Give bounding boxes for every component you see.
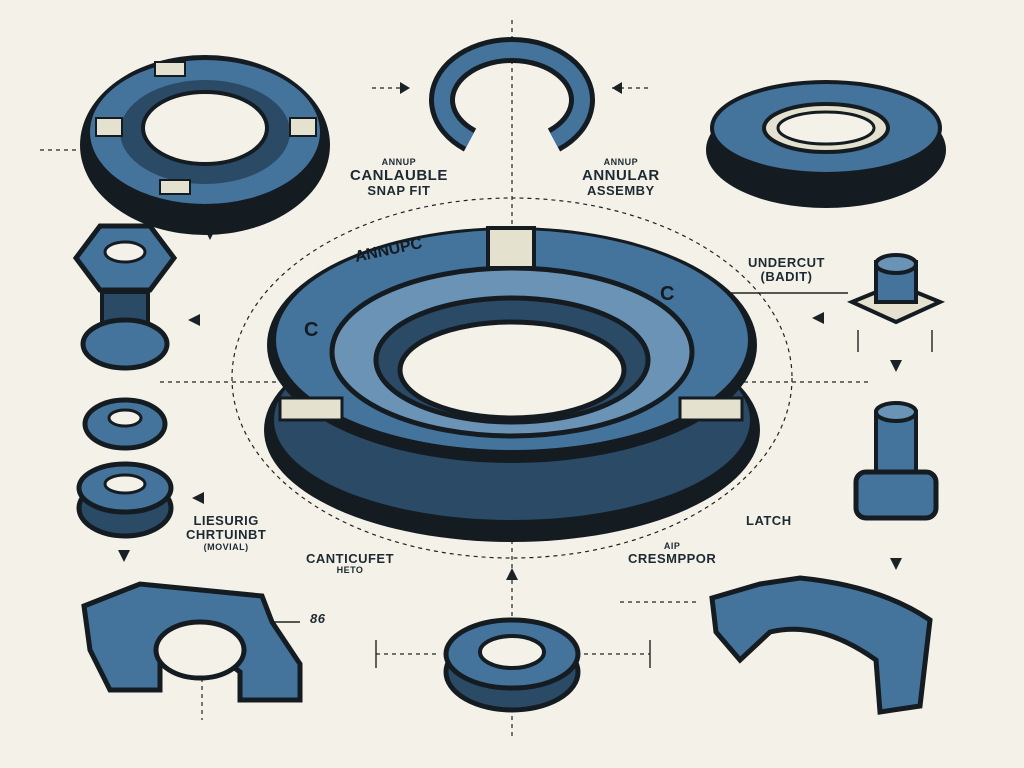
label-left-block-1: LIESURIG (193, 513, 259, 528)
label-cantilever-sub: HETO (336, 565, 364, 576)
label-crossover: AIP CRESMPPOR (628, 541, 717, 566)
bolt-part (853, 401, 939, 521)
label-dimension-86: 86 (310, 611, 326, 626)
label-latch-text: LATCH (746, 513, 792, 528)
split-ring-part (429, 37, 595, 152)
label-annular-sub: ASSEMBY (586, 183, 655, 199)
label-snap-fit-sub: SNAP FIT (367, 183, 431, 199)
label-crossover-small: AIP (663, 541, 681, 551)
label-undercut-sub: (BADIT) (760, 269, 813, 285)
label-latch: LATCH (746, 513, 792, 528)
main-ring-letter-right: C (660, 283, 674, 305)
label-crossover-title: CRESMPPOR (628, 550, 717, 566)
annular-ring-part (706, 80, 946, 208)
label-cantilever-title: CANTICUFET (306, 551, 395, 566)
label-annular-title: ANNULAR (582, 166, 660, 184)
label-undercut: UNDERCUT (BADIT) (748, 255, 825, 285)
segmented-ring-part (80, 55, 330, 235)
arrow-markers (118, 82, 902, 580)
label-snap-fit-small: ANNUP (381, 157, 417, 167)
main-annular-snap-ring (264, 226, 760, 542)
label-left-block-3: (MOVIAL) (203, 541, 249, 552)
label-snap-fit-title: CANLAUBLE (350, 166, 448, 184)
label-dimension-86-text: 86 (310, 611, 326, 626)
label-annular-small: ANNUP (603, 157, 639, 167)
threaded-stud-part (846, 253, 946, 325)
washer-part (82, 397, 168, 451)
label-undercut-title: UNDERCUT (748, 255, 825, 270)
label-cantilever: CANTICUFET HETO (306, 551, 395, 576)
latch-hook-part (709, 575, 933, 715)
cantilever-clip-part (81, 581, 303, 703)
label-left-block: LIESURIG CHRTUINBT (MOVIAL) (186, 513, 267, 552)
bushing-part (76, 461, 174, 539)
hex-nut-part (72, 223, 178, 371)
label-annular: ANNUP ANNULAR ASSEMBY (582, 157, 660, 199)
label-snap-fit: ANNUP CANLAUBLE SNAP FIT (350, 157, 448, 199)
main-ring-letter-left: C (304, 319, 318, 341)
bottom-washer-part (443, 617, 581, 713)
label-left-block-2: CHRTUINBT (186, 527, 267, 543)
